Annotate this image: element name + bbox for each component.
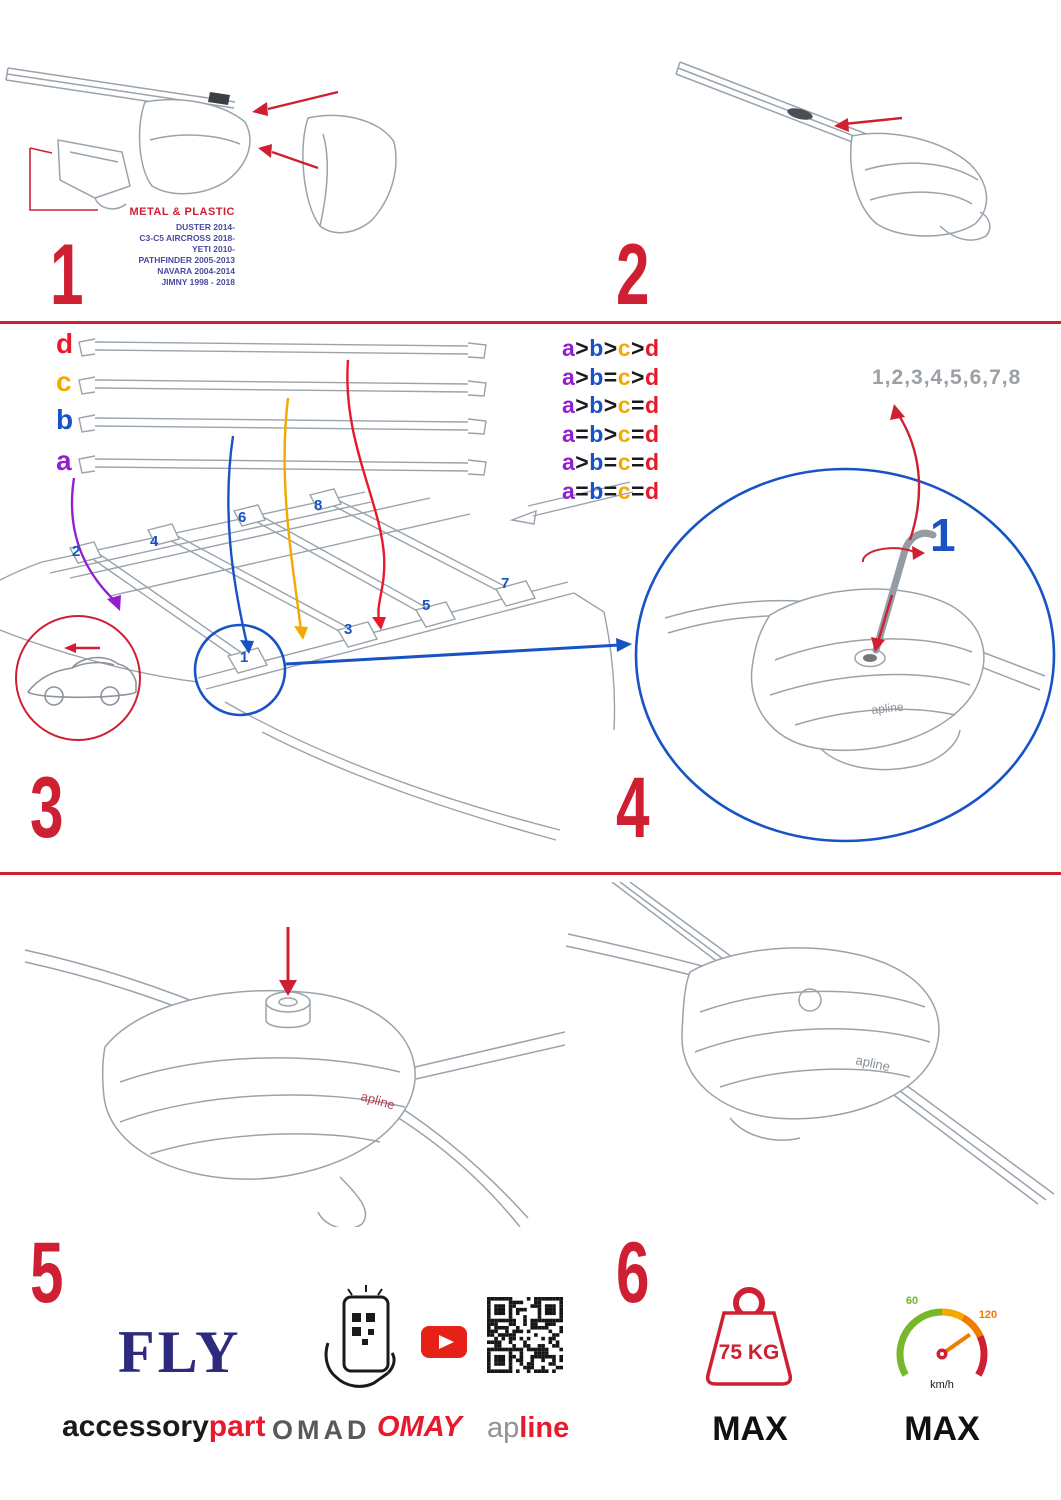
- speed-low-label: 60: [906, 1295, 918, 1307]
- fly-logo: FLY: [118, 1319, 242, 1385]
- step-one-callout: 1: [930, 509, 956, 561]
- position-number: 4: [150, 533, 159, 550]
- material-label: METAL & PLASTIC: [129, 206, 235, 218]
- bar-letter: d: [56, 328, 74, 359]
- foot-mounted-on-rail-illustration: apline: [565, 882, 1055, 1205]
- bar-letter: a: [56, 445, 72, 476]
- apline-logo: apline: [487, 1414, 569, 1443]
- cap-installation-illustration: apline: [24, 927, 565, 1227]
- step-5-number: 5: [30, 1225, 63, 1321]
- position-number: 8: [314, 497, 323, 514]
- foot-clamp-exploded-illustration: [5, 67, 397, 234]
- speedometer-icon: 60 120 km/h: [896, 1295, 997, 1391]
- foot-brand-label: apline: [854, 1052, 891, 1074]
- step-6-number: 6: [616, 1225, 649, 1321]
- accessorypart-accessory: accessory: [62, 1410, 209, 1443]
- position-number: 5: [422, 597, 431, 614]
- position-number: 7: [501, 575, 510, 592]
- youtube-icon: [421, 1326, 467, 1358]
- model-item: YETI 2010-: [192, 244, 235, 254]
- speed-unit-label: km/h: [930, 1379, 954, 1391]
- step-1-number: 1: [50, 227, 83, 323]
- speed-high-label: 120: [979, 1309, 997, 1321]
- position-number: 6: [238, 509, 247, 526]
- max-speed-label: MAX: [904, 1410, 980, 1448]
- step-4-number: 4: [616, 760, 649, 856]
- max-weight-label: MAX: [712, 1410, 788, 1448]
- step-3-number: 3: [30, 760, 63, 856]
- model-item: DUSTER 2014-: [175, 222, 235, 232]
- car-direction-illustration: [15, 615, 141, 741]
- order-rule: a>b=c=d: [562, 449, 660, 475]
- accessorypart-part: part: [208, 1410, 266, 1443]
- bar-letter: c: [56, 366, 72, 397]
- omay-logo: OMAY: [377, 1411, 462, 1443]
- section-divider: [0, 872, 1061, 875]
- vehicle-compatibility-list: METAL & PLASTIC DUSTER 2014- C3-C5 AIRCR…: [80, 206, 235, 288]
- apline-line: line: [519, 1412, 570, 1444]
- foot-brand-label: apline: [871, 700, 905, 717]
- model-item: NAVARA 2004-2014: [157, 266, 235, 276]
- phone-scan-icon: [324, 1285, 396, 1388]
- step-2-number: 2: [616, 227, 649, 323]
- roof-mounting-overview-illustration: [0, 338, 634, 841]
- model-item: JIMNY 1998 - 2018: [161, 277, 235, 287]
- bar-letter: b: [56, 404, 74, 435]
- order-rule: a>b=c>d: [562, 363, 660, 390]
- order-rule: a>b>c>d: [562, 335, 660, 361]
- position-number: 3: [344, 621, 353, 638]
- order-rule: a=b>c=d: [562, 420, 660, 447]
- position-number: 2: [72, 543, 81, 560]
- model-item: C3-C5 AIRCROSS 2018-: [139, 233, 235, 243]
- section-divider: [0, 321, 1061, 324]
- model-item: PATHFINDER 2005-2013: [138, 255, 235, 265]
- qr-code: [487, 1297, 563, 1373]
- accessorypart-logo: accessorypart: [62, 1412, 265, 1442]
- max-weight-value: 75 KG: [719, 1341, 780, 1364]
- order-rule: a>b>c=d: [562, 392, 660, 418]
- max-weight-icon: 75 KG: [705, 1287, 793, 1386]
- order-rule: a=b=c=d: [562, 477, 660, 504]
- apline-ap: ap: [487, 1412, 520, 1444]
- crossbar-end-illustration: [675, 61, 991, 241]
- torque-adjustment-closeup-illustration: apline: [634, 404, 1056, 843]
- position-number: 1: [240, 649, 249, 666]
- omad-logo: OMAD: [272, 1415, 371, 1445]
- tightening-sequence: 1,2,3,4,5,6,7,8: [872, 366, 1022, 389]
